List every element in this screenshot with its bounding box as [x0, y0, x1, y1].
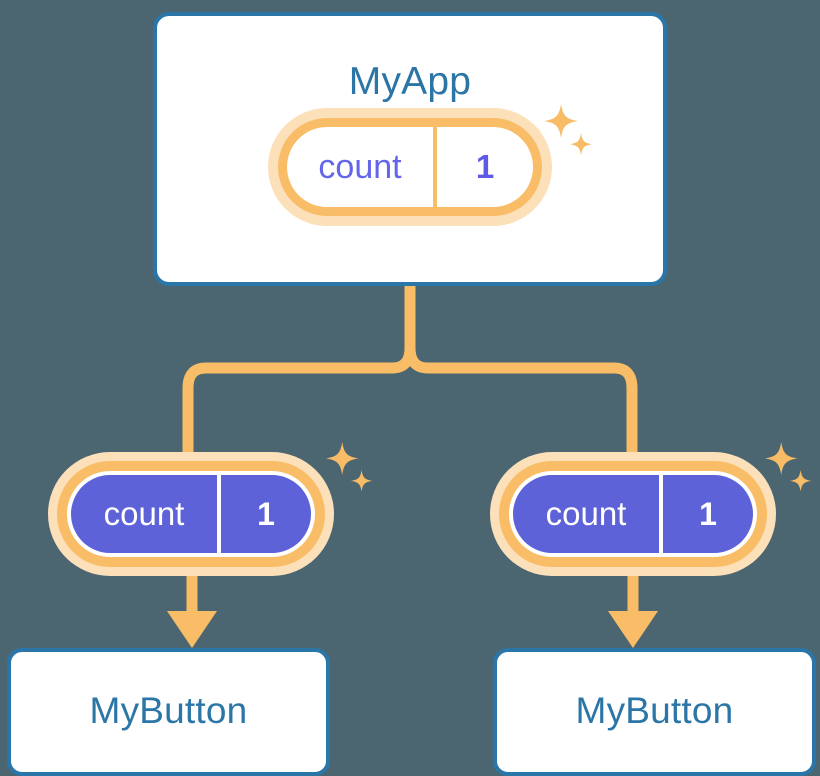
pill-divider: [217, 475, 221, 553]
prop-pill-value: 1: [257, 495, 275, 532]
state-pill-name: count: [318, 147, 402, 186]
prop-pill-left[interactable]: count 1: [48, 452, 334, 576]
down-arrow-icon-left: [167, 574, 217, 648]
tree-branch-connector: [182, 286, 638, 452]
prop-pill-value: 1: [699, 495, 717, 532]
down-arrow-icon-right: [608, 574, 658, 648]
pill-divider: [659, 475, 663, 553]
prop-pill-name: count: [103, 495, 185, 532]
component-box-mybutton-left[interactable]: MyButton: [7, 648, 330, 776]
pill-body: count 1: [287, 127, 533, 207]
component-title-mybutton-left: MyButton: [89, 689, 248, 731]
component-title-myapp: MyApp: [348, 60, 472, 103]
pill-body: count 1: [513, 475, 753, 553]
pill-body: count 1: [71, 475, 311, 553]
state-pill-value: 1: [475, 148, 495, 185]
prop-pill-name: count: [545, 495, 627, 532]
prop-pill-right[interactable]: count 1: [490, 452, 776, 576]
state-pill-myapp[interactable]: count 1: [268, 108, 552, 226]
component-title-mybutton-right: MyButton: [575, 689, 734, 731]
pill-divider: [433, 127, 437, 207]
component-box-mybutton-right[interactable]: MyButton: [493, 648, 816, 776]
